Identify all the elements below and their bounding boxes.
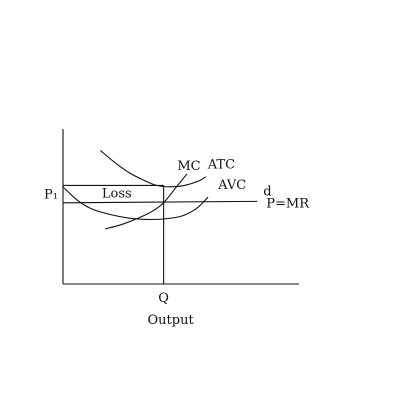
series-label-d: d xyxy=(263,184,271,199)
series-label-avc: AVC xyxy=(217,178,246,193)
series-avc-curve xyxy=(62,186,209,221)
series-label-mc: MC xyxy=(177,159,200,174)
x-tick-label-q: Q xyxy=(158,291,169,306)
y-tick-label-p1: P₁ xyxy=(44,187,58,202)
series-mc-curve xyxy=(104,173,188,230)
label-group: MC ATC AVC dQ P₁ P=MR Loss xyxy=(44,158,310,306)
series-group xyxy=(62,150,258,230)
series-atc-curve xyxy=(100,150,207,188)
price-mr-label: P=MR xyxy=(266,197,310,212)
x-axis-title: Output xyxy=(148,313,195,328)
series-d-curve xyxy=(62,200,258,204)
loss-label: Loss xyxy=(102,186,132,201)
series-label-atc: ATC xyxy=(207,158,235,173)
